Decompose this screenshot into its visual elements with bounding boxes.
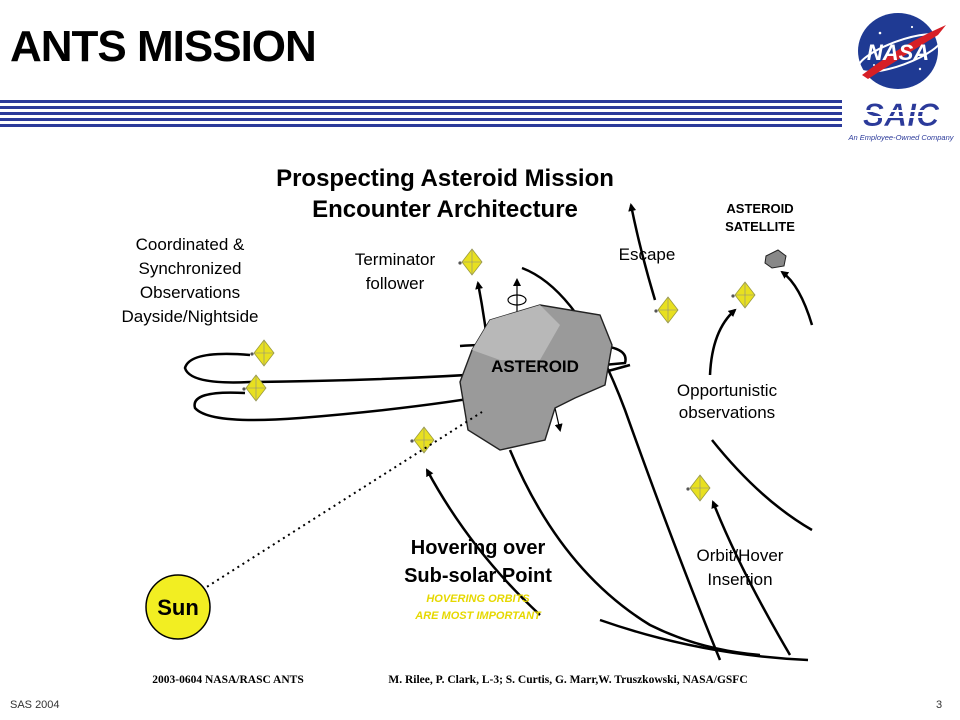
- sun-label: Sun: [157, 595, 199, 620]
- saic-tagline: An Employee-Owned Company: [847, 133, 954, 142]
- asteroid-shading: [472, 305, 560, 360]
- coordinated-label-line2: Synchronized: [138, 259, 241, 278]
- escape-trajectory: [628, 203, 657, 301]
- hovering-arrow: [425, 468, 541, 616]
- asteroid-satellite: [764, 249, 787, 269]
- satellite-label-line2: SATELLITE: [725, 219, 795, 234]
- slide-title: ANTS MISSION: [10, 22, 317, 71]
- nasa-logo: NASA: [857, 13, 946, 89]
- asteroid-label: ASTEROID: [491, 357, 579, 376]
- spacecraft-subsolar: [409, 426, 435, 454]
- bottom-sweep: [599, 618, 809, 662]
- page-number: 3: [936, 699, 943, 711]
- right-long-trajectory: [521, 266, 722, 661]
- orbit-label-line2: Insertion: [707, 570, 772, 589]
- spacecraft-nightside: [241, 374, 267, 402]
- credit-right: M. Rilee, P. Clark, L-3; S. Curtis, G. M…: [388, 674, 747, 686]
- coordinated-label-line4: Dayside/Nightside: [121, 307, 258, 326]
- saic-logo: SAIC An Employee-Owned Company: [847, 97, 954, 142]
- orbit-insertion-arrow: [711, 500, 792, 656]
- spacecraft-terminator: [457, 248, 483, 276]
- important-label-line1: HOVERING ORBITS: [426, 593, 530, 605]
- important-label-line2: ARE MOST IMPORTANT: [414, 610, 542, 622]
- coordinated-label-line1: Coordinated &: [136, 235, 245, 254]
- orbit-label-line1: Orbit/Hover: [697, 546, 784, 565]
- spacecraft-opportunistic: [730, 281, 756, 309]
- diagram-title-line1: Prospecting Asteroid Mission: [276, 165, 614, 192]
- satellite-label-line1: ASTEROID: [726, 201, 793, 216]
- hovering-label-line2: Sub-solar Point: [404, 565, 552, 587]
- escape-label: Escape: [619, 245, 676, 264]
- credit-left: 2003-0604 NASA/RASC ANTS: [152, 674, 303, 686]
- spacecraft-dayside: [249, 339, 275, 367]
- spacecraft-insertion: [685, 474, 711, 502]
- coordinated-label-line3: Observations: [140, 283, 240, 302]
- opportunistic-label-line1: Opportunistic: [677, 381, 778, 400]
- diagram-title-line2: Encounter Architecture: [312, 196, 578, 223]
- mission-diagram: Prospecting Asteroid Mission Encounter A…: [121, 165, 814, 686]
- sun-line: [201, 411, 483, 591]
- right-edge-trajectory: [780, 270, 814, 326]
- lower-right-trajectory: [711, 439, 813, 532]
- asteroid-radial: [554, 407, 563, 432]
- terminator-label-line2: follower: [366, 274, 425, 293]
- spacecraft-escape: [653, 296, 679, 324]
- nasa-logo-text: NASA: [867, 40, 929, 65]
- sun: [145, 574, 211, 640]
- opportunistic-arrow: [708, 308, 737, 376]
- footer-label: SAS 2004: [10, 699, 60, 711]
- spin-indicator: [507, 294, 527, 306]
- lower-arc: [508, 449, 761, 657]
- hovering-label-line1: Hovering over: [411, 537, 546, 559]
- header-stripes: [0, 100, 842, 127]
- saic-logo-text: SAIC: [863, 97, 940, 133]
- terminator-label-line1: Terminator: [355, 250, 436, 269]
- opportunistic-label-line2: observations: [679, 403, 775, 422]
